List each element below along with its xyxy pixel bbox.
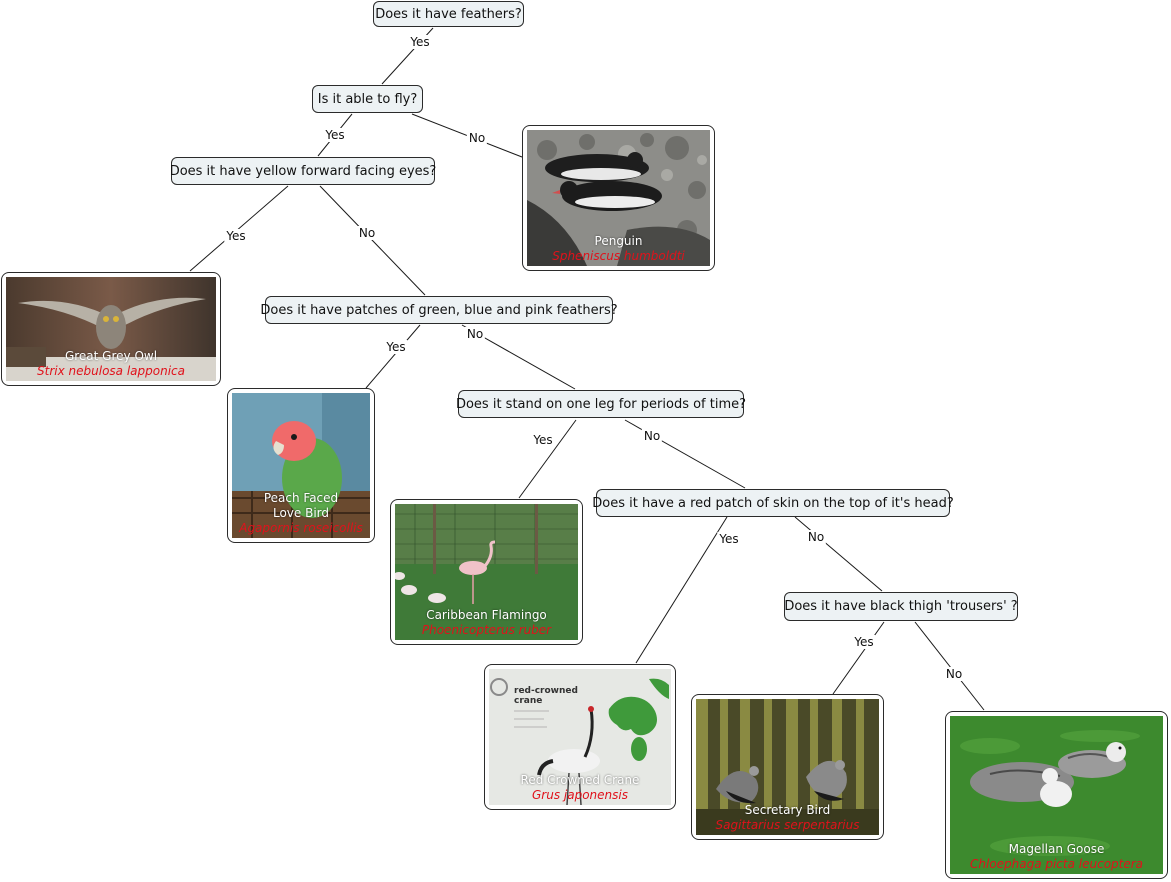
edge-label-no: No [356, 226, 378, 240]
edge-redpatch-yes [635, 516, 728, 664]
edge-label-yes: Yes [852, 635, 876, 649]
scientific-name: Chloephaga picta leucoptera [969, 857, 1144, 871]
flamingo-photo: Caribbean Flamingo Phoenicopterus ruber [395, 504, 578, 640]
edge-trousers-yes [832, 621, 885, 695]
question-text: Does it have patches of green, blue and … [260, 302, 618, 318]
common-name: Great Grey Owl [64, 349, 158, 363]
answer-card-secretary-bird[interactable]: Secretary Bird Sagittarius serpentarius [691, 694, 884, 840]
common-name: Secretary Bird [744, 803, 831, 817]
edge-label-no: No [641, 429, 663, 443]
question-text: Does it have black thigh 'trousers' ? [784, 599, 1018, 614]
edge-label-no: No [466, 131, 488, 145]
sign-title-line-1: red-crowned [514, 686, 578, 696]
common-name: Love Bird [272, 506, 330, 520]
scientific-name: Grus japonensis [532, 788, 628, 802]
goose-photo: Magellan Goose Chloephaga picta leucopte… [950, 716, 1163, 874]
common-name: Red Crowned Crane [520, 773, 640, 787]
scientific-name: Spheniscus humboldti [552, 249, 685, 263]
answer-card-penguin[interactable]: Penguin Spheniscus humboldti [522, 125, 715, 271]
question-text: Does it have yellow forward facing eyes? [169, 163, 437, 179]
common-name: Magellan Goose [1008, 842, 1105, 856]
question-fly[interactable]: Is it able to fly? [312, 85, 423, 113]
scientific-name: Agapornis roseicollis [239, 521, 363, 535]
question-yellow-eyes[interactable]: Does it have yellow forward facing eyes? [169, 157, 437, 185]
question-red-patch[interactable]: Does it have a red patch of skin on the … [592, 489, 954, 517]
answer-card-love-bird[interactable]: Peach Faced Love Bird Agapornis roseicol… [227, 388, 375, 543]
question-text: Does it have a red patch of skin on the … [592, 495, 954, 511]
question-colour-patches[interactable]: Does it have patches of green, blue and … [260, 296, 618, 324]
scientific-name: Strix nebulosa lapponica [37, 364, 185, 378]
edge-redpatch-no [794, 516, 883, 592]
secretary-bird-photo: Secretary Bird Sagittarius serpentarius [696, 699, 879, 835]
edge-label-yes: Yes [224, 229, 248, 243]
scientific-name: Phoenicopterus ruber [421, 623, 552, 637]
crane-photo: red-crowned crane Red Crowned Crane Grus… [489, 669, 671, 805]
penguin-photo: Penguin Spheniscus humboldti [527, 130, 710, 266]
question-text: Does it stand on one leg for periods of … [455, 396, 747, 412]
owl-photo: Great Grey Owl Strix nebulosa lapponica [6, 277, 216, 381]
common-name: Caribbean Flamingo [426, 608, 547, 622]
edge-trousers-no [914, 621, 985, 711]
edge-label-no: No [464, 327, 486, 341]
edge-label-no: No [943, 667, 965, 681]
question-text: Does it have feathers? [375, 6, 522, 22]
answer-card-magellan-goose[interactable]: Magellan Goose Chloephaga picta leucopte… [945, 711, 1168, 879]
answer-card-crane[interactable]: red-crowned crane Red Crowned Crane Grus… [484, 664, 676, 810]
answer-card-great-grey-owl[interactable]: Great Grey Owl Strix nebulosa lapponica [1, 272, 221, 386]
edge-label-yes: Yes [531, 433, 555, 447]
edge-label-yes: Yes [384, 340, 408, 354]
edge-eyes-no [319, 185, 426, 296]
edge-oneleg-yes [518, 419, 577, 499]
edge-label-no: No [805, 530, 827, 544]
sign-title-line-2: crane [514, 696, 542, 706]
edge-patches-yes [365, 324, 421, 389]
edge-label-yes: Yes [323, 128, 347, 142]
lovebird-photo: Peach Faced Love Bird Agapornis roseicol… [232, 393, 370, 538]
question-one-leg[interactable]: Does it stand on one leg for periods of … [455, 390, 747, 418]
edge-label-yes: Yes [717, 532, 741, 546]
answer-card-flamingo[interactable]: Caribbean Flamingo Phoenicopterus ruber [390, 499, 583, 645]
question-text: Is it able to fly? [317, 91, 418, 107]
common-name: Peach Faced [263, 491, 339, 505]
scientific-name: Sagittarius serpentarius [715, 818, 860, 832]
edge-eyes-yes [189, 185, 289, 272]
edge-label-yes: Yes [408, 35, 432, 49]
question-feathers[interactable]: Does it have feathers? [373, 1, 524, 27]
question-trousers[interactable]: Does it have black thigh 'trousers' ? [784, 592, 1018, 621]
common-name: Penguin [594, 234, 643, 248]
